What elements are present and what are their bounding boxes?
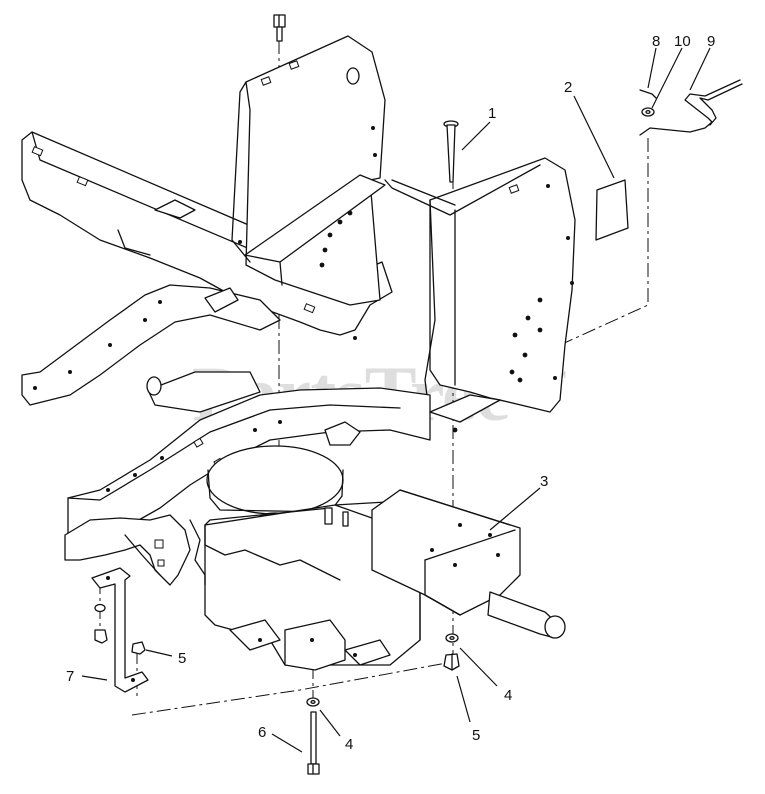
part-6-bolt bbox=[307, 711, 320, 775]
part-2-decal bbox=[595, 179, 629, 241]
transmission-assembly bbox=[204, 421, 566, 671]
part-9-lift-rod bbox=[639, 79, 743, 136]
callout-7: 7 bbox=[66, 668, 74, 685]
callout-3: 3 bbox=[540, 473, 548, 490]
part-5-nut-left bbox=[131, 641, 146, 655]
right-upright-bracket bbox=[384, 157, 576, 433]
top-bolt bbox=[273, 14, 286, 42]
callout-10: 10 bbox=[674, 33, 691, 50]
part-1-long-bolt bbox=[443, 120, 459, 183]
left-upright-bracket bbox=[231, 35, 386, 306]
part-10-washer bbox=[641, 107, 655, 117]
callout-4a: 4 bbox=[504, 687, 512, 704]
leader-lines bbox=[81, 47, 711, 753]
callout-8: 8 bbox=[652, 33, 660, 50]
part-5-nut-right bbox=[443, 653, 460, 671]
callout-labels: 1 2 3 4 4 5 5 6 7 8 9 10 bbox=[66, 33, 715, 753]
hardware-left-stack bbox=[94, 603, 108, 644]
callout-9: 9 bbox=[707, 33, 715, 50]
part-4-washer-right bbox=[445, 633, 459, 643]
callout-2: 2 bbox=[564, 79, 572, 96]
callout-5a: 5 bbox=[178, 650, 186, 667]
callout-4b: 4 bbox=[345, 736, 353, 753]
callout-6: 6 bbox=[258, 724, 266, 741]
lower-left-frame bbox=[64, 514, 206, 586]
callout-5b: 5 bbox=[472, 727, 480, 744]
part-7-bracket bbox=[91, 567, 149, 693]
part-8-hairpin-clip bbox=[639, 89, 657, 99]
callout-1: 1 bbox=[488, 105, 496, 122]
part-4-washer-bottom bbox=[306, 697, 320, 707]
